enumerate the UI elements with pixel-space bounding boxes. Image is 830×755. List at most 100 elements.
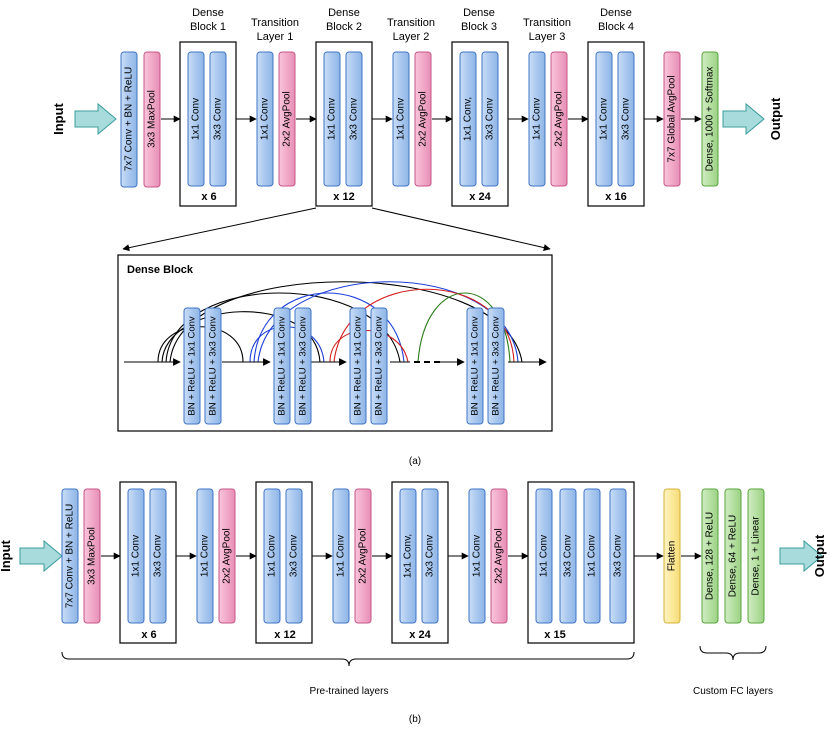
b-block-2-repeat: x 12 — [274, 629, 295, 641]
b-block-1-conv1 — [127, 488, 145, 624]
dense-block-4-title-2: Block 4 — [598, 21, 634, 33]
b-layer-stem-conv — [61, 488, 79, 624]
b-block-4-conv1 — [535, 488, 553, 624]
transition-3-title-2: Layer 3 — [529, 31, 566, 43]
layer-stem-maxpool-label: 3x3 MaxPool — [147, 90, 158, 148]
dense-block-2-conv1-label: 1x1 Conv — [327, 98, 338, 140]
detail-layer-4a-label: BN + ReLU + 1x1 Conv — [470, 316, 481, 416]
layer-dense-softmax-label: Dense, 1000 + Softmax — [705, 67, 716, 172]
dense-block-4-title: Dense — [600, 7, 632, 19]
detail-layer-4a — [466, 307, 484, 425]
custom-fc-brace — [699, 645, 767, 661]
dense-block-detail: Dense Block — [117, 254, 553, 432]
b-block-3-repeat: x 24 — [409, 629, 431, 641]
dense-block-2-repeat: x 12 — [333, 191, 354, 203]
dense-block-4-repeat: x 16 — [605, 191, 626, 203]
pretrained-brace — [61, 651, 635, 667]
b-block-4-repeat: x 15 — [544, 629, 565, 641]
dense-block-4-conv1-label: 1x1 Conv — [599, 98, 610, 140]
b-block-2-conv1 — [263, 488, 281, 624]
transition-3-conv — [528, 51, 546, 187]
detail-layer-4b — [487, 307, 505, 425]
b-layer-stem-maxpool-label: 3x3 MaxPool — [87, 527, 98, 585]
b-layer-stem-maxpool — [83, 488, 101, 624]
b-transition-2-pool-label: 2x2 AvgPool — [358, 528, 369, 583]
b-layer-flatten — [663, 488, 681, 624]
transition-2-conv — [392, 51, 410, 187]
layer-stem-conv — [120, 51, 138, 188]
transition-3-pool — [550, 51, 568, 187]
layer-stem-conv-label: 7x7 Conv + BN + ReLU — [124, 67, 135, 172]
detail-layer-1a-label: BN + ReLU + 1x1 Conv — [187, 316, 198, 416]
dense-block-1-frame — [179, 41, 237, 207]
dense-block-4-conv2 — [617, 51, 635, 187]
dense-block-1-title: Dense — [192, 7, 224, 19]
caption-b: (b) — [409, 714, 421, 725]
b-block-4-conv3 — [583, 488, 601, 624]
transition-2-title: Transition — [387, 17, 435, 29]
transition-1-pool-label: 2x2 AvgPool — [282, 91, 293, 146]
pretrained-label: Pre-trained layers — [310, 686, 389, 697]
b-block-4-conv4-label: 3x3 Conv — [613, 535, 624, 577]
transition-1-conv-label: 1x1 Conv — [260, 98, 271, 140]
b-block-3-conv2-label: 3x3 Conv — [425, 535, 436, 577]
b-transition-1-pool — [218, 488, 236, 624]
panel-b-main-flow: Input Output 7x7 Conv + BN + ReLU 3x3 Ma… — [0, 481, 827, 697]
detail-layer-1a — [183, 307, 201, 425]
dense-block-3-title-2: Block 3 — [461, 21, 497, 33]
b-transition-2-pool — [354, 488, 372, 624]
input-arrow-b-icon — [19, 539, 63, 573]
layer-global-avgpool-label: 7x7 Global AvgPool — [667, 75, 678, 162]
b-block-1-conv1-label: 1x1 Conv — [131, 535, 142, 577]
transition-2-pool-label: 2x2 AvgPool — [418, 91, 429, 146]
detail-layer-3b — [370, 307, 388, 425]
transition-3-pool-label: 2x2 AvgPool — [554, 91, 565, 146]
dense-block-2-title: Dense — [328, 7, 360, 19]
dense-block-detail-title: Dense Block — [127, 264, 194, 276]
detail-layer-1b — [204, 307, 222, 425]
detail-layer-3b-label: BN + ReLU + 3x3 Conv — [374, 316, 385, 416]
dense-block-4-frame — [587, 41, 645, 207]
b-block-1-repeat: x 6 — [141, 629, 156, 641]
layer-global-avgpool — [663, 51, 681, 187]
b-block-2-frame — [255, 481, 313, 644]
input-label: Input — [51, 102, 66, 134]
b-transition-1-pool-label: 2x2 AvgPool — [222, 528, 233, 583]
b-block-4-conv3-label: 1x1 Conv — [587, 535, 598, 577]
b-transition-3-conv — [468, 488, 486, 624]
dense-block-1-repeat: x 6 — [201, 191, 216, 203]
transition-1-title-2: Layer 1 — [257, 31, 294, 43]
detail-layer-4b-label: BN + ReLU + 3x3 Conv — [491, 316, 502, 416]
output-label: Output — [768, 97, 783, 140]
b-block-4-conv1-label: 1x1 Conv — [539, 535, 550, 577]
layer-stem-maxpool — [143, 51, 161, 188]
b-fc-layer-1 — [701, 488, 719, 624]
caption-a: (a) — [409, 456, 421, 467]
dense-block-3-conv1-label: 1x1 Conv, — [463, 97, 474, 141]
b-block-3-conv2 — [421, 488, 439, 624]
dense-block-3-title: Dense — [463, 7, 495, 19]
panel-a-main-flow: Input Output 7x7 Conv + BN + ReLU 3x3 Ma… — [51, 7, 783, 252]
transition-2-conv-label: 1x1 Conv — [396, 98, 407, 140]
b-block-3-conv1-label: 1x1 Conv, — [403, 534, 414, 578]
b-transition-3-conv-label: 1x1 Conv — [472, 535, 483, 577]
b-block-2-conv2-label: 3x3 Conv — [289, 535, 300, 577]
b-transition-1-conv-label: 1x1 Conv — [200, 535, 211, 577]
dense-block-4-conv2-label: 3x3 Conv — [621, 98, 632, 140]
b-fc-layer-2-label: Dense, 64 + ReLU — [728, 515, 739, 598]
transition-2-title-2: Layer 2 — [393, 31, 430, 43]
b-block-1-conv2 — [149, 488, 167, 624]
dense-block-3-repeat: x 24 — [469, 191, 491, 203]
detail-layer-2b — [294, 307, 312, 425]
dense-block-4-conv1 — [595, 51, 613, 187]
b-transition-1-conv — [196, 488, 214, 624]
b-block-3-frame — [391, 481, 449, 644]
transition-1-conv — [256, 51, 274, 187]
dense-block-3-conv2-label: 3x3 Conv — [485, 98, 496, 140]
b-block-3-conv1 — [399, 488, 417, 624]
transition-3-conv-label: 1x1 Conv — [532, 98, 543, 140]
dense-block-2-frame — [315, 41, 373, 207]
dense-block-1-title-2: Block 1 — [190, 21, 226, 33]
b-block-4-conv2-label: 3x3 Conv — [563, 535, 574, 577]
